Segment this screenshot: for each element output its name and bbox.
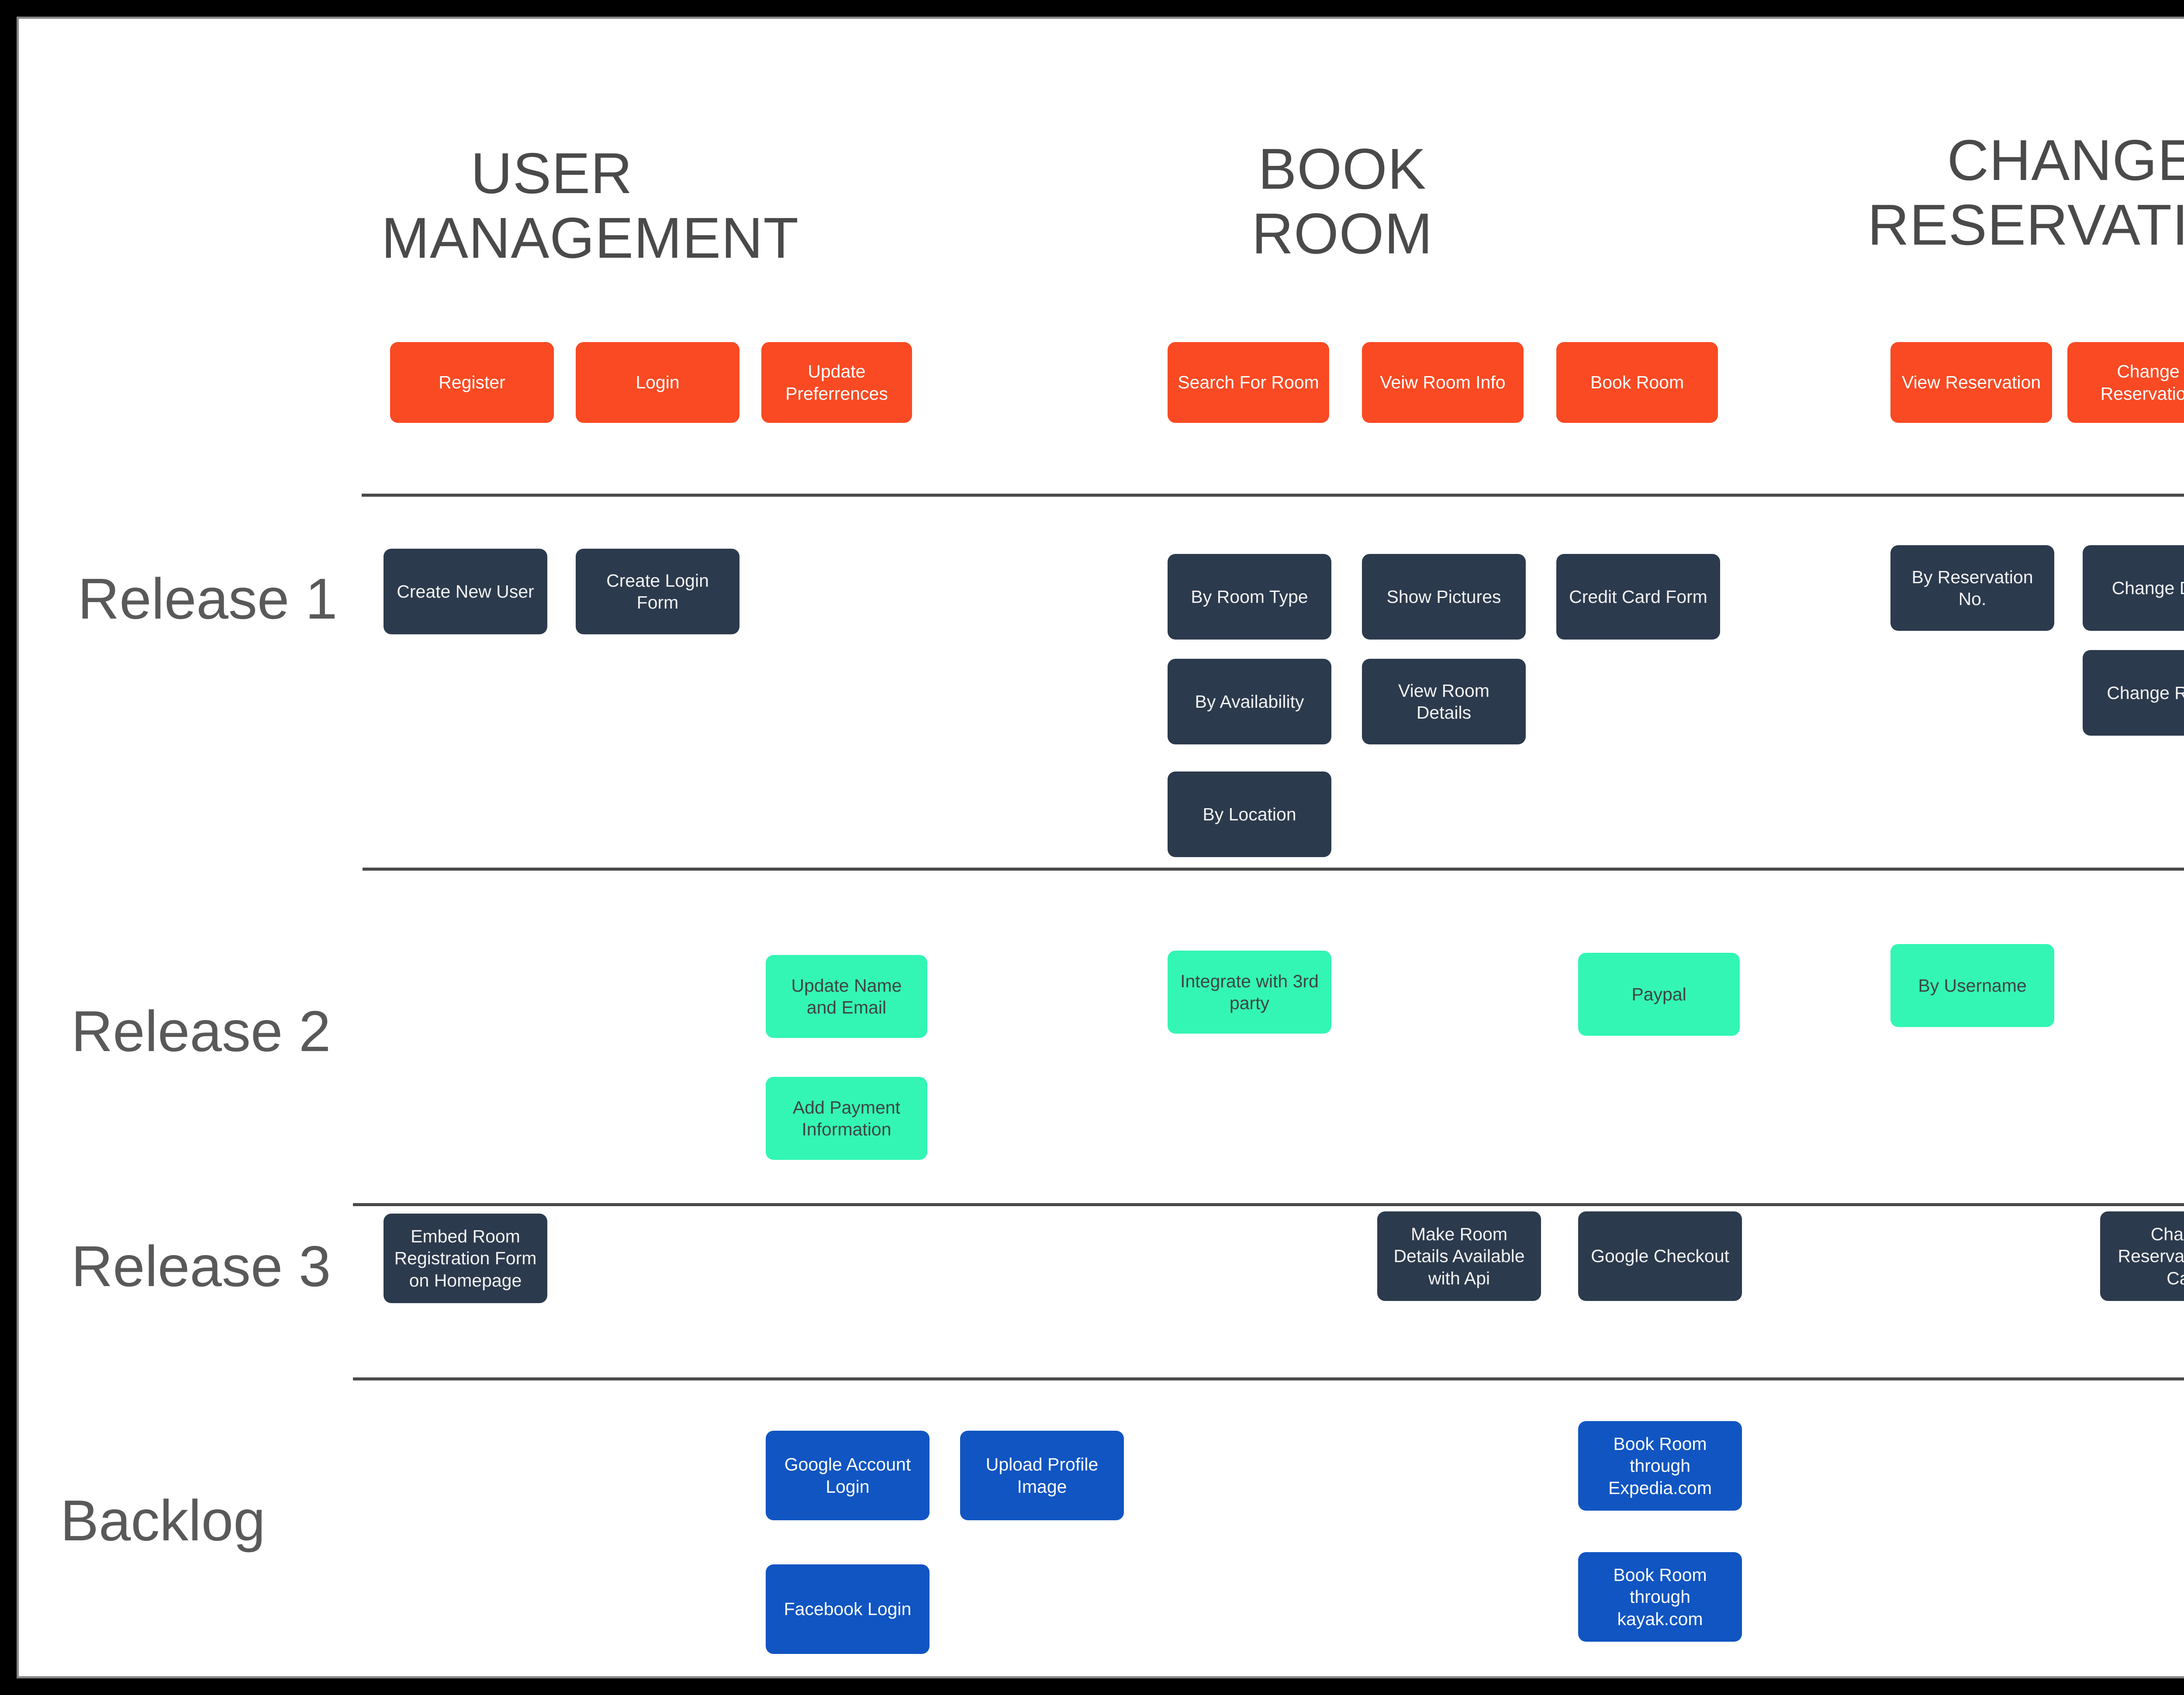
story-card-by-location[interactable]: By Location [1168, 771, 1331, 857]
story-card-by-reservation-no[interactable]: By Reservation No. [1890, 545, 2054, 631]
step-card-update-preferences[interactable]: Update Preferrences [761, 342, 912, 423]
row-label-backlog: Backlog [60, 1488, 266, 1553]
divider-backbone [362, 494, 2184, 497]
story-card-update-name-and-email[interactable]: Update Name and Email [766, 955, 927, 1038]
story-card-change-date[interactable]: Change Date [2083, 545, 2184, 631]
story-card-show-pictures[interactable]: Show Pictures [1362, 554, 1526, 640]
divider-release-2 [353, 1203, 2184, 1206]
step-card-book-room[interactable]: Book Room [1556, 342, 1718, 423]
story-card-embed-room-registration-form[interactable]: Embed Room Registration Form on Homepage [384, 1214, 547, 1303]
story-map-canvas: USER MANAGEMENT BOOK ROOM CHANGE RESERVA… [19, 19, 2184, 1676]
story-card-add-payment-information[interactable]: Add Payment Information [766, 1077, 927, 1160]
story-card-make-room-details-available-with-api[interactable]: Make Room Details Available with Api [1377, 1211, 1541, 1301]
step-card-login[interactable]: Login [576, 342, 740, 423]
activity-title-book-room: BOOK ROOM [1251, 137, 1433, 266]
story-card-google-checkout[interactable]: Google Checkout [1578, 1211, 1742, 1301]
step-card-register[interactable]: Register [390, 342, 554, 423]
story-card-by-availability[interactable]: By Availability [1168, 659, 1331, 744]
story-card-paypal[interactable]: Paypal [1578, 953, 1740, 1036]
divider-release-1 [363, 868, 2184, 871]
story-card-google-account-login[interactable]: Google Account Login [766, 1431, 930, 1520]
story-card-book-room-through-expedia[interactable]: Book Room through Expedia.com [1578, 1421, 1742, 1511]
divider-release-3 [353, 1377, 2184, 1380]
story-card-book-room-through-kayak[interactable]: Book Room through kayak.com [1578, 1552, 1742, 1642]
story-card-facebook-login[interactable]: Facebook Login [766, 1564, 930, 1654]
story-card-view-room-details[interactable]: View Room Details [1362, 659, 1526, 744]
step-card-search-for-room[interactable]: Search For Room [1168, 342, 1329, 423]
activity-title-user-management: USER MANAGEMENT [381, 141, 799, 270]
story-card-create-new-user[interactable]: Create New User [384, 549, 547, 634]
activity-title-change-reservation: CHANGE RESERVATION [1867, 128, 2184, 257]
step-card-view-reservation[interactable]: View Reservation [1890, 342, 2052, 423]
story-card-credit-card-form[interactable]: Credit Card Form [1556, 554, 1720, 640]
step-card-change-reservation[interactable]: Change Reservation [2067, 342, 2184, 423]
story-card-create-login-form[interactable]: Create Login Form [576, 549, 740, 634]
row-label-release-1: Release 1 [78, 567, 338, 631]
story-card-upload-profile-image[interactable]: Upload Profile Image [960, 1431, 1124, 1520]
story-card-change-room[interactable]: Change Room [2083, 650, 2184, 736]
step-card-veiw-room-info[interactable]: Veiw Room Info [1362, 342, 1524, 423]
row-label-release-3: Release 3 [71, 1234, 331, 1298]
story-card-change-reservation-api-call[interactable]: Change Reservation API Call [2100, 1211, 2184, 1301]
story-card-by-username[interactable]: By Username [1890, 944, 2054, 1027]
story-card-by-room-type[interactable]: By Room Type [1168, 554, 1331, 640]
story-card-integrate-with-3rd-party[interactable]: Integrate with 3rd party [1168, 951, 1331, 1034]
row-label-release-2: Release 2 [71, 999, 331, 1063]
